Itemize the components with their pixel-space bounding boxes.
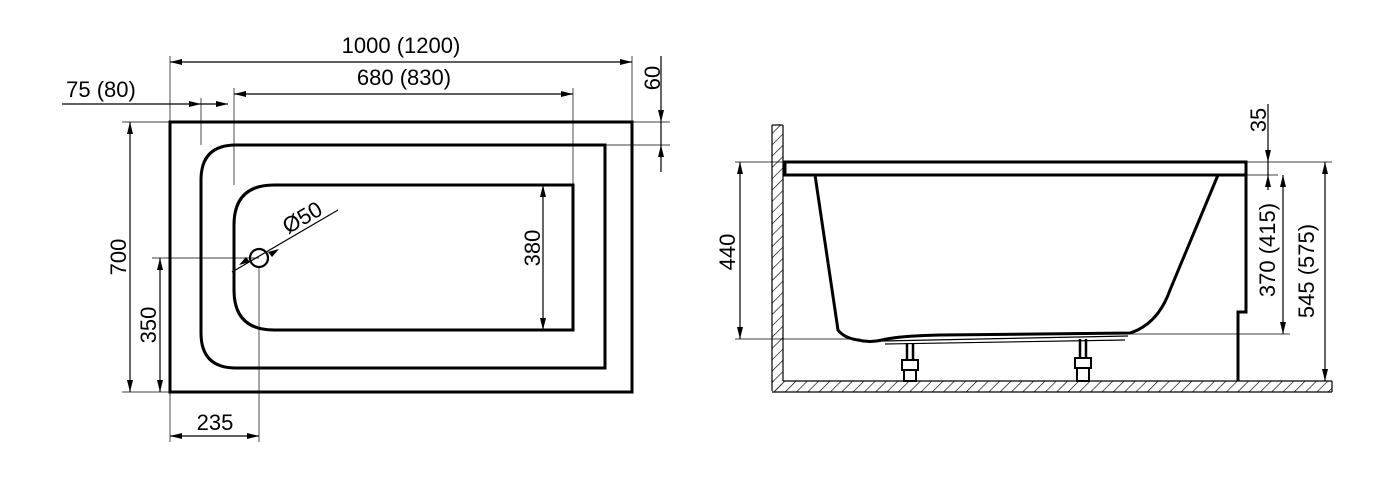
front-panel [1236,175,1248,381]
dim-total-height: 545 (575) [1294,224,1319,318]
dim-rim-width: 60 [640,66,665,90]
drain-arrow-right [268,249,279,257]
top-view: 1000 (1200) 680 (830) 75 (80) 60 700 350… [62,33,670,442]
dim-total-width: 700 [106,239,131,276]
drain-arrow-left [239,257,250,265]
dim-rim-offset: 75 (80) [66,77,136,102]
dim-drain-distance: 235 [197,410,234,435]
bathtub-leg-left [901,343,919,382]
top-view-inner-basin [232,183,575,332]
side-view: 35 440 370 (415) 545 (575) [715,104,1333,393]
dim-inner-length: 680 (830) [357,65,451,90]
top-view-middle-contour [199,143,607,370]
bathtub-rim [783,160,1248,177]
dim-rim-thickness: 35 [1246,108,1271,132]
wall-hatch [772,125,783,391]
dim-depth: 440 [715,234,740,271]
dim-drain-diameter: Ø50 [278,196,327,238]
bathtub-basin [813,174,1220,343]
floor-hatch [772,381,1332,392]
dim-drain-offset: 350 [136,307,161,344]
top-view-outer-rim [168,120,634,394]
bathtub-leg-right [1074,339,1092,382]
dim-inner-height: 370 (415) [1255,203,1280,297]
dim-inner-width: 380 [520,230,545,267]
dim-total-length: 1000 (1200) [342,33,461,58]
